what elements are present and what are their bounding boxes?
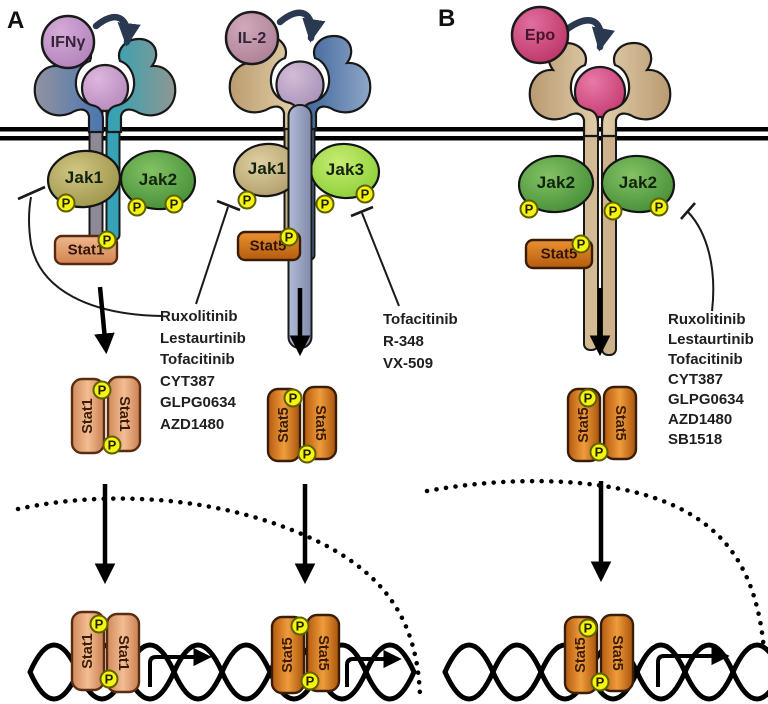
stat1-docked-label: Stat1	[67, 241, 105, 259]
stat5-dna-bar-label: Stat5	[315, 635, 331, 671]
stat5-dimer-bar-label: Stat5	[576, 407, 592, 443]
phospho-badge: P	[649, 197, 669, 217]
stat1-dna-bar-label: Stat1	[80, 633, 96, 669]
phospho-badge: P	[297, 444, 317, 464]
phospho-badge: P	[99, 669, 119, 689]
phospho-badge: P	[589, 442, 609, 462]
drug-item: GLPG0634	[668, 391, 744, 408]
phospho-badge: P	[283, 388, 303, 408]
phospho-badge: P	[290, 616, 310, 636]
panel-b-label: B	[438, 5, 456, 32]
phospho-badge: P	[97, 230, 117, 250]
drug-item: Ruxolitinib	[668, 311, 746, 328]
phospho-badge: P	[578, 618, 598, 638]
phospho-badge: P	[355, 184, 375, 204]
drug-item: AZD1480	[160, 415, 225, 433]
stat5-dna-bar-label: Stat5	[280, 637, 296, 673]
stat5-dimer-bar-label: Stat5	[612, 405, 628, 441]
drug-item: Tofacitinib	[383, 311, 458, 328]
phospho-badge: P	[92, 380, 112, 400]
phospho-badge: P	[56, 193, 76, 213]
docked-stat-boxes	[53, 230, 594, 270]
drug-item: Lestaurtinib	[668, 331, 754, 348]
stat1-dimer-bar-label: Stat1	[116, 396, 132, 432]
phospho-badge: P	[578, 388, 598, 408]
signal-arrows-cytoplasm	[94, 286, 611, 357]
epo-ligand-label: Epo	[524, 27, 556, 44]
stat5-docked-label-a: Stat5	[249, 237, 287, 255]
phospho-badge: P	[603, 201, 623, 221]
phospho-badge: P	[590, 672, 610, 692]
jak2-label-panel-b-left: Jak2	[536, 173, 576, 192]
jak2-label-panel-a-left: Jak2	[138, 170, 178, 189]
drug-item: CYT387	[668, 371, 724, 388]
drug-list-left: Ruxolitinib Lestaurtinib Tofacitinib CYT…	[160, 306, 246, 435]
drug-list-middle: Tofacitinib R-348 VX-509	[383, 309, 458, 375]
stat1-dimer-bar-label: Stat1	[80, 398, 96, 434]
panel-a-label: A	[7, 7, 25, 34]
drug-item: SB1518	[668, 431, 723, 448]
drug-item: Ruxolitinib	[160, 308, 238, 325]
plasma-membrane	[0, 127, 768, 141]
drug-list-right: Ruxolitinib Lestaurtinib Tofacitinib CYT…	[668, 310, 754, 450]
phospho-badge: P	[89, 614, 109, 634]
ligand-circles	[40, 5, 570, 70]
phospho-badge: P	[237, 190, 257, 210]
stat5-dna-bar-label: Stat5	[573, 637, 589, 673]
jak1-label-panel-a-mid: Jak1	[247, 159, 287, 178]
drug-item: CYT387	[160, 372, 216, 390]
stat5-dimer-bar-label: Stat5	[312, 405, 328, 441]
phospho-badge: P	[519, 199, 539, 219]
phospho-badge: P	[127, 197, 147, 217]
drug-item: GLPG0634	[160, 394, 236, 411]
drug-item: Lestaurtinib	[160, 329, 246, 347]
jak1-label-panel-a-left: Jak1	[64, 168, 104, 187]
jak3-label-panel-a-mid: Jak3	[325, 160, 365, 179]
ifng-ligand-label: IFNγ	[50, 34, 86, 51]
ligand-binding-arrows	[92, 9, 615, 52]
inhibition-tbar-lines	[17, 185, 715, 317]
drug-item: Tofacitinib	[668, 351, 743, 368]
drug-item: VX-509	[383, 355, 434, 372]
nuclear-import-arrows	[94, 481, 612, 585]
phospho-badge: P	[300, 671, 320, 691]
drug-item: Tofacitinib	[160, 351, 235, 368]
stat5-dna-bar-label: Stat5	[609, 635, 625, 671]
stat5-docked-label-b: Stat5	[540, 245, 578, 263]
stat5-dimer-bar-label: Stat5	[276, 407, 292, 443]
phospho-badge: P	[279, 227, 299, 247]
drug-item: AZD1480	[668, 411, 733, 428]
phospho-badge: P	[164, 194, 184, 214]
phospho-badge: P	[102, 435, 122, 455]
drug-item: R-348	[383, 333, 424, 350]
phospho-badge: P	[315, 194, 335, 214]
stat1-dna-bar-label: Stat1	[115, 635, 131, 671]
cytoplasmic-stat-dimers	[70, 375, 638, 463]
il2-ligand-label: IL-2	[237, 30, 267, 47]
phospho-badge: P	[571, 234, 591, 254]
jak2-label-panel-b-right: Jak2	[618, 173, 658, 192]
transcription-arrows	[148, 646, 730, 687]
